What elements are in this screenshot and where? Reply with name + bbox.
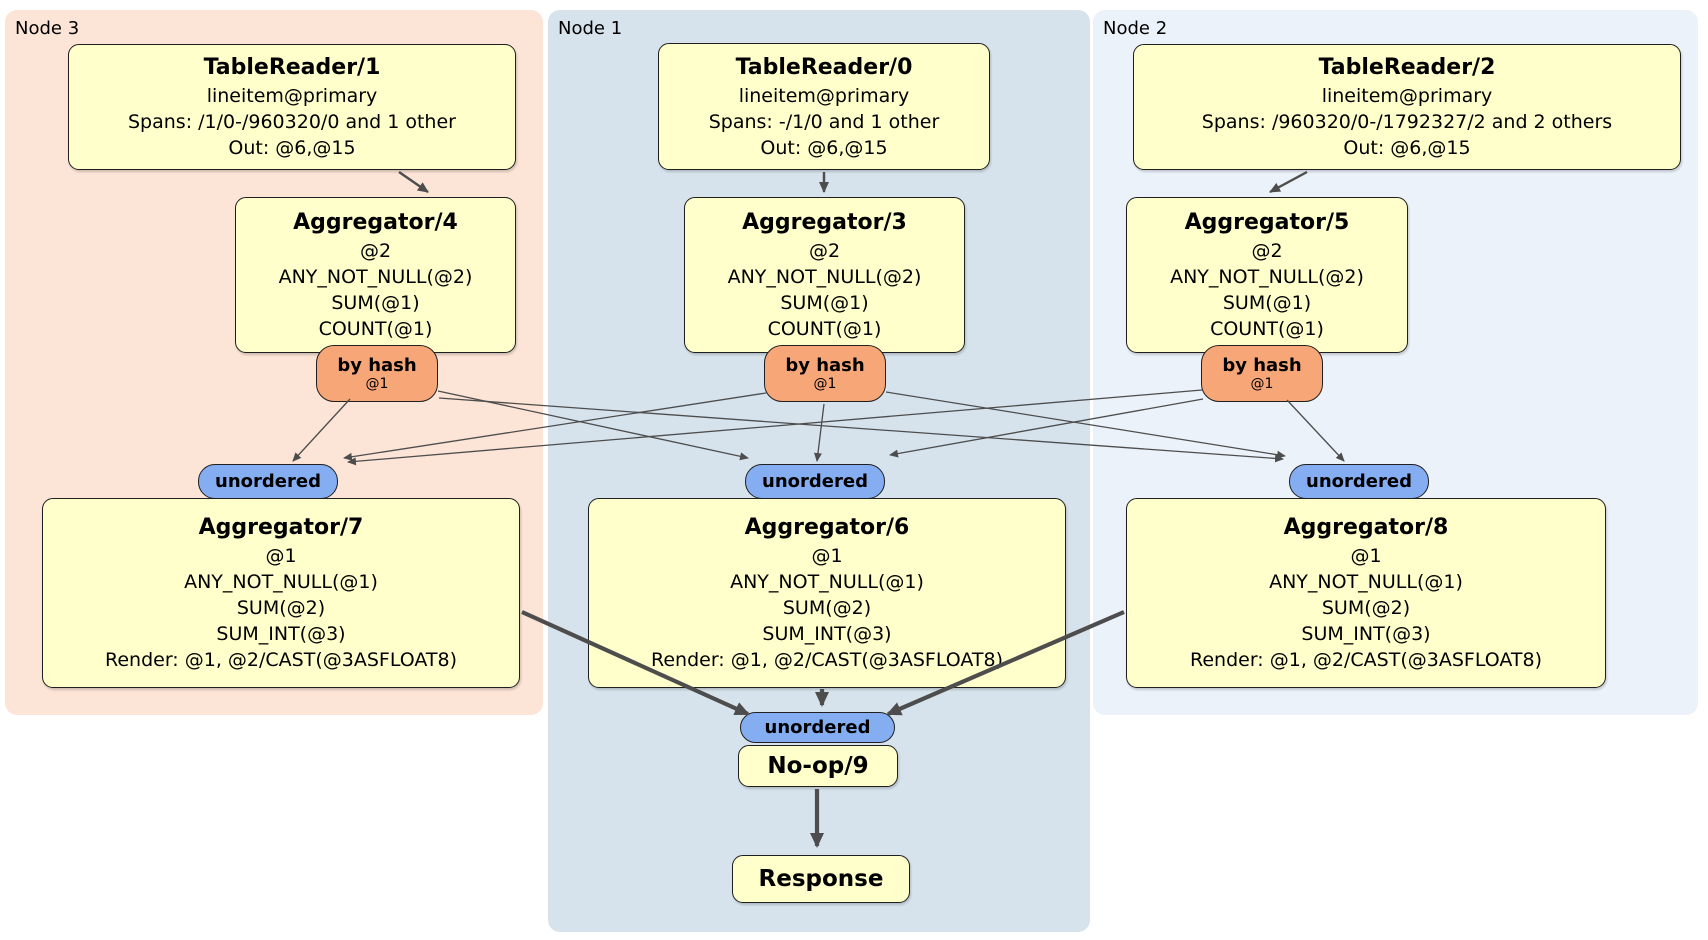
stream-label: unordered <box>764 717 871 738</box>
box-line: Spans: /1/0-/960320/0 and 1 other <box>128 111 456 133</box>
aggregator-8-box: Aggregator/8 @1 ANY_NOT_NULL(@1) SUM(@2)… <box>1126 498 1606 688</box>
box-line: SUM(@2) <box>236 597 326 619</box>
box-title: Aggregator/4 <box>293 210 458 235</box>
node1-label: Node 1 <box>558 18 623 39</box>
box-title: No-op/9 <box>767 753 869 779</box>
noop-9-box: No-op/9 <box>738 745 898 787</box>
box-title: Aggregator/5 <box>1184 210 1350 235</box>
box-line: ANY_NOT_NULL(@1) <box>730 571 924 593</box>
box-line: @2 <box>1251 240 1283 262</box>
aggregator-4-box: Aggregator/4 @2 ANY_NOT_NULL(@2) SUM(@1)… <box>235 197 516 353</box>
box-line: ANY_NOT_NULL(@2) <box>727 266 922 288</box>
aggregator-5-box: Aggregator/5 @2 ANY_NOT_NULL(@2) SUM(@1)… <box>1126 197 1408 353</box>
response-box: Response <box>732 855 910 903</box>
box-title: Aggregator/6 <box>744 515 910 540</box>
box-line: SUM(@1) <box>331 292 420 314</box>
stream-label: unordered <box>762 471 868 492</box>
box-line: SUM_INT(@3) <box>762 623 892 645</box>
router-label: by hash <box>1222 354 1302 376</box>
box-line: @2 <box>808 240 841 262</box>
box-line: ANY_NOT_NULL(@2) <box>1170 266 1364 288</box>
node2-label: Node 2 <box>1103 18 1168 39</box>
router-label: by hash <box>337 354 417 376</box>
router-key: @1 <box>813 375 837 392</box>
box-title: Aggregator/3 <box>742 210 907 235</box>
aggregator-7-box: Aggregator/7 @1 ANY_NOT_NULL(@1) SUM(@2)… <box>42 498 520 688</box>
box-title: TableReader/1 <box>203 55 381 80</box>
box-title: TableReader/0 <box>735 54 913 80</box>
box-line: COUNT(@1) <box>767 318 882 340</box>
stream-label: unordered <box>1306 471 1412 492</box>
box-line: Render: @1, @2/CAST(@3ASFLOAT8) <box>651 649 1003 671</box>
box-title: Aggregator/8 <box>1283 515 1449 540</box>
router-label: by hash <box>785 354 865 376</box>
aggregator-3-box: Aggregator/3 @2 ANY_NOT_NULL(@2) SUM(@1)… <box>684 197 965 353</box>
box-line: @1 <box>265 545 297 567</box>
box-title: TableReader/2 <box>1318 55 1496 80</box>
box-line: SUM_INT(@3) <box>216 623 346 645</box>
box-line: SUM(@1) <box>1222 292 1312 314</box>
box-line: SUM(@1) <box>780 292 869 314</box>
box-line: @1 <box>1350 545 1382 567</box>
box-line: Spans: /960320/0-/1792327/2 and 2 others <box>1201 111 1613 133</box>
tablereader-1-box: TableReader/1 lineitem@primary Spans: /1… <box>68 44 516 170</box>
box-line: @1 <box>811 545 843 567</box>
unordered-stream-node1: unordered <box>745 464 885 499</box>
by-hash-router-node2: by hash @1 <box>1201 345 1323 402</box>
box-line: lineitem@primary <box>206 85 378 107</box>
box-line: SUM_INT(@3) <box>1301 623 1431 645</box>
box-line: ANY_NOT_NULL(@1) <box>184 571 378 593</box>
box-title: Response <box>758 866 884 892</box>
box-line: COUNT(@1) <box>1210 318 1324 340</box>
box-line: Out: @6,@15 <box>760 136 888 159</box>
tablereader-2-box: TableReader/2 lineitem@primary Spans: /9… <box>1133 44 1681 170</box>
box-line: Spans: -/1/0 and 1 other <box>708 110 940 133</box>
box-line: lineitem@primary <box>738 84 910 107</box>
by-hash-router-node3: by hash @1 <box>316 345 438 402</box>
box-line: SUM(@2) <box>1321 597 1411 619</box>
router-key: @1 <box>1250 375 1274 392</box>
box-line: lineitem@primary <box>1321 85 1493 107</box>
box-line: COUNT(@1) <box>318 318 433 340</box>
router-key: @1 <box>365 375 389 392</box>
box-line: ANY_NOT_NULL(@1) <box>1269 571 1463 593</box>
box-line: ANY_NOT_NULL(@2) <box>278 266 473 288</box>
tablereader-0-box: TableReader/0 lineitem@primary Spans: -/… <box>658 43 990 170</box>
box-line: Out: @6,@15 <box>1343 137 1471 159</box>
unordered-stream-node3: unordered <box>198 464 338 499</box>
stream-label: unordered <box>215 471 321 492</box>
aggregator-6-box: Aggregator/6 @1 ANY_NOT_NULL(@1) SUM(@2)… <box>588 498 1066 688</box>
box-line: Out: @6,@15 <box>228 137 356 159</box>
by-hash-router-node1: by hash @1 <box>764 345 886 402</box>
box-line: Render: @1, @2/CAST(@3ASFLOAT8) <box>105 649 457 671</box>
box-line: @2 <box>359 240 392 262</box>
unordered-stream-final: unordered <box>740 712 895 743</box>
box-line: Render: @1, @2/CAST(@3ASFLOAT8) <box>1190 649 1542 671</box>
unordered-stream-node2: unordered <box>1289 464 1429 499</box>
node3-label: Node 3 <box>15 18 80 39</box>
box-line: SUM(@2) <box>782 597 872 619</box>
box-title: Aggregator/7 <box>198 515 364 540</box>
